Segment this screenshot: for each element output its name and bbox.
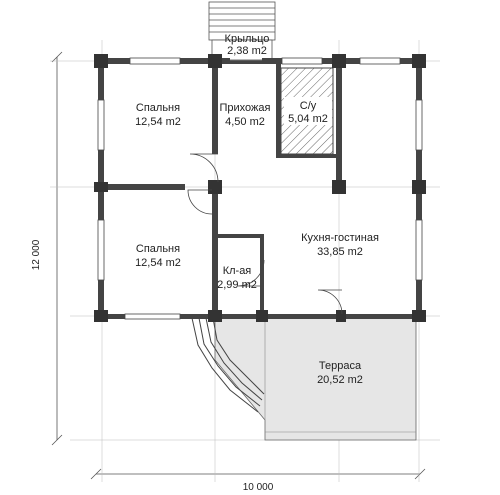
room-area: 20,52 m2 bbox=[317, 374, 363, 386]
room-area: 2,38 m2 bbox=[227, 45, 267, 57]
room-area: 33,85 m2 bbox=[317, 246, 363, 258]
room-area: 2,99 m2 bbox=[217, 279, 257, 291]
room-kitchen-living: Кухня-гостиная 33,85 m2 bbox=[301, 232, 379, 258]
room-area: 12,54 m2 bbox=[135, 116, 181, 128]
room-name: Крыльцо bbox=[225, 33, 270, 45]
room-name: Спальня bbox=[136, 102, 180, 114]
dimension-height: 12 000 bbox=[31, 239, 42, 270]
room-hallway: Прихожая 4,50 m2 bbox=[220, 102, 271, 128]
room-area: 4,50 m2 bbox=[225, 116, 265, 128]
dimension-width: 10 000 bbox=[243, 482, 274, 493]
room-name: Кл-ая bbox=[223, 265, 252, 277]
terrace-area bbox=[191, 317, 417, 441]
room-area: 5,04 m2 bbox=[288, 113, 328, 125]
room-bedroom-1: Спальня 12,54 m2 bbox=[135, 102, 181, 128]
room-area: 12,54 m2 bbox=[135, 257, 181, 269]
room-pantry: Кл-ая 2,99 m2 bbox=[217, 265, 257, 291]
log-ends bbox=[94, 54, 426, 322]
windows bbox=[97, 57, 423, 320]
walls bbox=[98, 58, 423, 320]
doors bbox=[187, 55, 343, 315]
room-bedroom-2: Спальня 12,54 m2 bbox=[135, 243, 181, 269]
room-terrace: Терраса 20,52 m2 bbox=[317, 360, 363, 386]
room-name: С/у bbox=[300, 100, 317, 112]
room-name: Кухня-гостиная bbox=[301, 232, 379, 244]
room-name: Прихожая bbox=[220, 102, 271, 114]
room-bathroom: С/у 5,04 m2 bbox=[284, 97, 332, 125]
room-name: Спальня bbox=[136, 243, 180, 255]
room-name: Терраса bbox=[319, 360, 362, 372]
porch-steps bbox=[208, 1, 276, 61]
room-porch: Крыльцо 2,38 m2 bbox=[225, 33, 270, 57]
